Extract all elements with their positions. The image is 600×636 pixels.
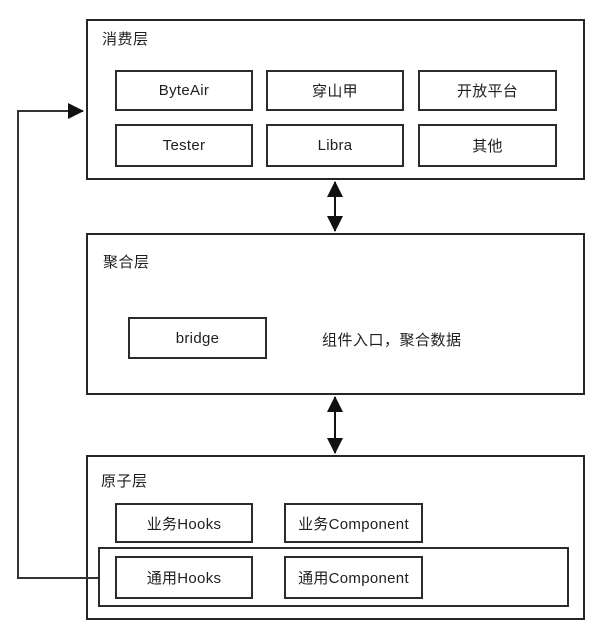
node-business-hooks[interactable]: 业务Hooks: [115, 503, 253, 543]
node-common-hooks[interactable]: 通用Hooks: [115, 556, 253, 599]
node-business-component[interactable]: 业务Component: [284, 503, 423, 543]
layer-aggregation: [86, 233, 585, 395]
node-bridge[interactable]: bridge: [128, 317, 267, 359]
layer-consumer-title: 消费层: [102, 31, 149, 48]
node-chuanshanjia[interactable]: 穿山甲: [266, 70, 404, 111]
node-other[interactable]: 其他: [418, 124, 557, 167]
layer-aggregation-title: 聚合层: [103, 254, 150, 271]
node-libra[interactable]: Libra: [266, 124, 404, 167]
node-tester[interactable]: Tester: [115, 124, 253, 167]
layer-atomic-title: 原子层: [101, 473, 148, 490]
node-byteair[interactable]: ByteAir: [115, 70, 253, 111]
aggregation-note: 组件入口，聚合数据: [322, 332, 462, 349]
node-open-platform[interactable]: 开放平台: [418, 70, 557, 111]
node-common-component[interactable]: 通用Component: [284, 556, 423, 599]
